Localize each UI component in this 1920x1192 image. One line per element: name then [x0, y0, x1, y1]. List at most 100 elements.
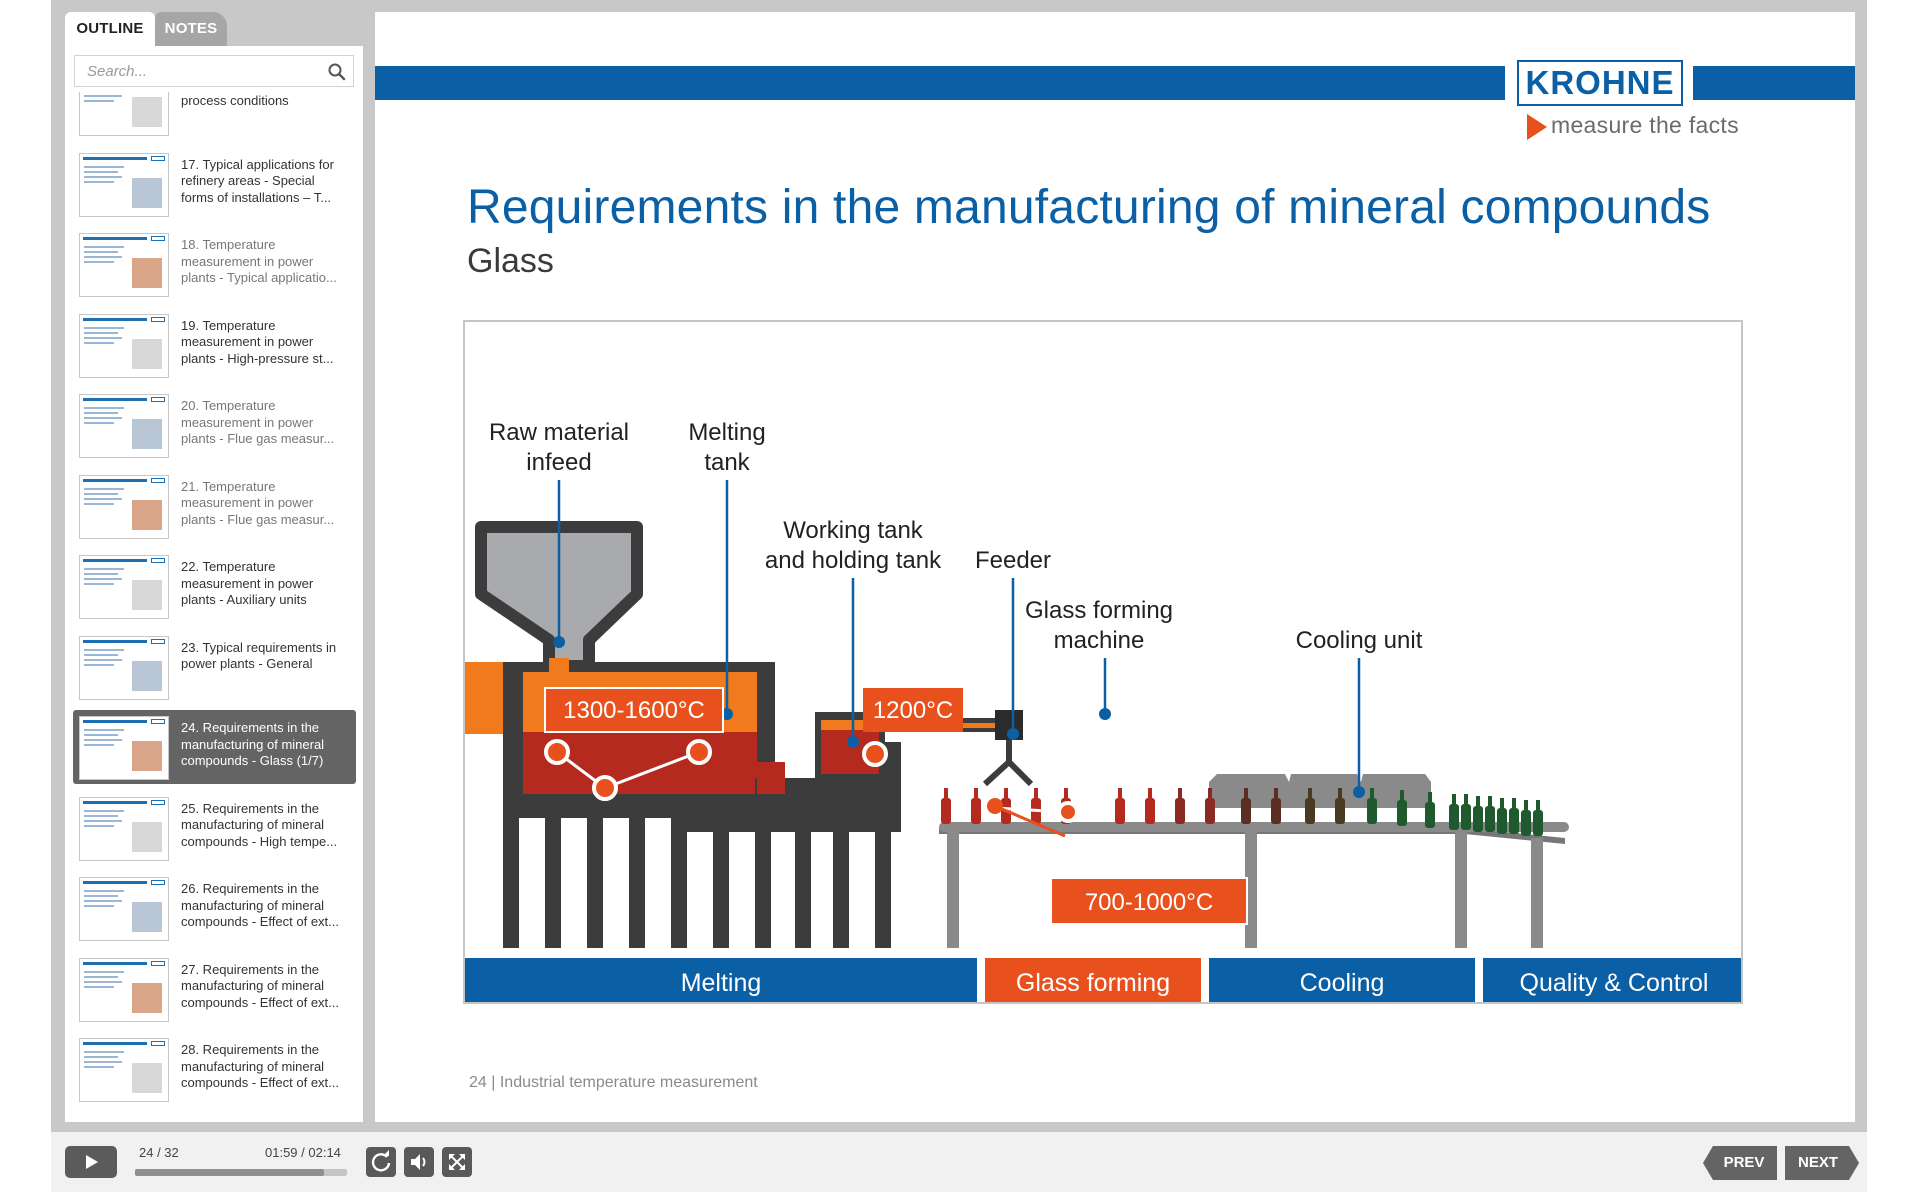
label-forming-machine: Glass forming [1025, 597, 1173, 624]
volume-icon [411, 1154, 426, 1170]
temp-badge-working-box [863, 688, 963, 732]
outline-panel: refinery sector - Prevailing process con… [65, 46, 363, 1122]
outline-item-title: refinery sector - Prevailing process con… [181, 92, 289, 108]
seek-bar-fill [135, 1169, 324, 1176]
bottles [941, 788, 1543, 836]
outline-item[interactable]: 17. Typical applications for refinery ar… [73, 147, 356, 221]
slide-thumbnail [79, 716, 169, 780]
leader-lines [557, 480, 1361, 792]
krohne-logo: KROHNE [1517, 60, 1683, 106]
outline-item-title: 21. Temperature measurement in power pla… [181, 478, 335, 527]
outline-item[interactable]: refinery sector - Prevailing process con… [73, 92, 356, 140]
outline-item-title: 18. Temperature measurement in power pla… [181, 237, 337, 285]
furnace-legs [503, 818, 891, 948]
outline-item-title: 19. Temperature measurement in power pla… [181, 317, 334, 366]
play-icon [86, 1155, 98, 1169]
slide-subtitle: Glass [467, 242, 554, 280]
slide-thumbnail [79, 474, 169, 539]
label-forming-machine-2: machine [1054, 627, 1145, 654]
slide-thumbnail [79, 152, 169, 217]
outline-item[interactable]: 27. Requirements in the manufacturing of… [73, 952, 356, 1026]
stage-melting [465, 958, 977, 1002]
slide-thumbnail [79, 313, 169, 378]
label-working-tank: Working tank [783, 517, 924, 544]
slide-thumbnail [79, 92, 169, 136]
conveyor-legs [947, 832, 1543, 948]
stage-cooling [1209, 958, 1475, 1002]
search-icon[interactable] [327, 62, 347, 82]
outline-item-title: 27. Requirements in the manufacturing of… [181, 961, 340, 1010]
stage-forming [985, 958, 1201, 1002]
outline-item-title: 23. Typical requirements in power plants… [181, 639, 337, 672]
volume-button[interactable] [404, 1147, 434, 1177]
slide-title: Requirements in the manufacturing of min… [467, 181, 1711, 234]
search-box [74, 55, 354, 87]
outline-item-title: 25. Requirements in the manufacturing of… [181, 800, 338, 849]
temp-melting: 1300-1600°C [563, 697, 705, 724]
feed-neck [549, 658, 569, 674]
outline-item[interactable]: 24. Requirements in the manufacturing of… [73, 710, 356, 784]
slide-canvas: KROHNE measure the facts Requirements in… [375, 12, 1855, 1122]
slide-counter: 24 / 32 [139, 1145, 179, 1160]
label-raw-material-2: infeed [526, 449, 591, 476]
outline-item-title: 22. Temperature measurement in power pla… [181, 559, 314, 607]
holding-tank-orange [821, 720, 879, 730]
slide-thumbnail [79, 233, 169, 297]
label-melting-tank: Melting [688, 419, 765, 446]
search-input[interactable] [75, 56, 319, 86]
slide-thumbnail [79, 957, 169, 1022]
play-arrow-logo-icon [1527, 114, 1547, 140]
outline-item-title: 20. Temperature measurement in power pla… [181, 398, 335, 446]
outline-item-title: 28. Requirements in the manufacturing of… [181, 1042, 340, 1090]
outline-item[interactable]: 25. Requirements in the manufacturing of… [73, 791, 356, 865]
outline-list[interactable]: refinery sector - Prevailing process con… [65, 92, 363, 1122]
player-controls: 24 / 32 01:59 / 02:14 PREV NEXT [51, 1132, 1867, 1192]
tab-notes[interactable]: NOTES [155, 12, 227, 46]
outline-item[interactable]: 22. Temperature measurement in power pla… [73, 549, 356, 623]
time-counter: 01:59 / 02:14 [265, 1145, 341, 1160]
stage-label-cooling: Cooling [1300, 969, 1385, 997]
outline-item-title: 17. Typical applications for refinery ar… [181, 156, 334, 205]
outline-item[interactable]: 19. Temperature measurement in power pla… [73, 308, 356, 382]
slide-thumbnail [79, 1038, 169, 1102]
glass-process-diagram: Raw material infeed Melting tank Working… [463, 320, 1743, 1004]
slide-thumbnail [79, 635, 169, 700]
header-bar [375, 66, 1505, 100]
slide-thumbnail [79, 877, 169, 941]
outline-item-title: 26. Requirements in the manufacturing of… [181, 881, 340, 929]
outline-item[interactable]: 26. Requirements in the manufacturing of… [73, 871, 356, 945]
stage-label-forming: Glass forming [1016, 969, 1170, 997]
stage-quality [1483, 958, 1741, 1002]
outline-item-title: 24. Requirements in the manufacturing of… [181, 720, 325, 768]
seek-bar[interactable] [135, 1169, 347, 1176]
header-bar-right [1693, 66, 1855, 100]
stage-label-melting: Melting [681, 969, 762, 997]
temp-badge-forming-box [1050, 877, 1248, 925]
temp-badge-melting-box [544, 687, 724, 733]
fullscreen-icon [449, 1154, 465, 1170]
outline-item[interactable]: 28. Requirements in the manufacturing of… [73, 1032, 356, 1106]
play-button[interactable] [65, 1146, 117, 1178]
prev-button[interactable]: PREV [1703, 1146, 1777, 1180]
forming-machine-arms [982, 740, 1034, 787]
outline-item[interactable]: 20. Temperature measurement in power pla… [73, 388, 356, 462]
stage-label-quality: Quality & Control [1520, 969, 1709, 997]
conveyor-top [939, 822, 1569, 832]
replay-icon [371, 1150, 391, 1172]
forming-sensor-line [994, 804, 1066, 838]
slide-footer: 24 | Industrial temperature measurement [469, 1074, 758, 1091]
sidebar: OUTLINE NOTES refinery sector - Prevaili… [65, 12, 363, 1122]
outline-item[interactable]: 21. Temperature measurement in power pla… [73, 469, 356, 543]
next-button[interactable]: NEXT [1785, 1146, 1859, 1180]
outline-item[interactable]: 18. Temperature measurement in power pla… [73, 227, 356, 301]
label-melting-tank-2: tank [704, 449, 750, 476]
temp-working: 1200°C [873, 697, 953, 724]
channel-red [757, 762, 785, 794]
temp-forming: 700-1000°C [1085, 889, 1213, 916]
outline-item[interactable]: 23. Typical requirements in power plants… [73, 630, 356, 704]
tab-outline[interactable]: OUTLINE [65, 12, 155, 46]
label-raw-material: Raw material [489, 419, 629, 446]
fullscreen-button[interactable] [442, 1147, 472, 1177]
replay-button[interactable] [366, 1147, 396, 1177]
slide-thumbnail [79, 555, 169, 619]
